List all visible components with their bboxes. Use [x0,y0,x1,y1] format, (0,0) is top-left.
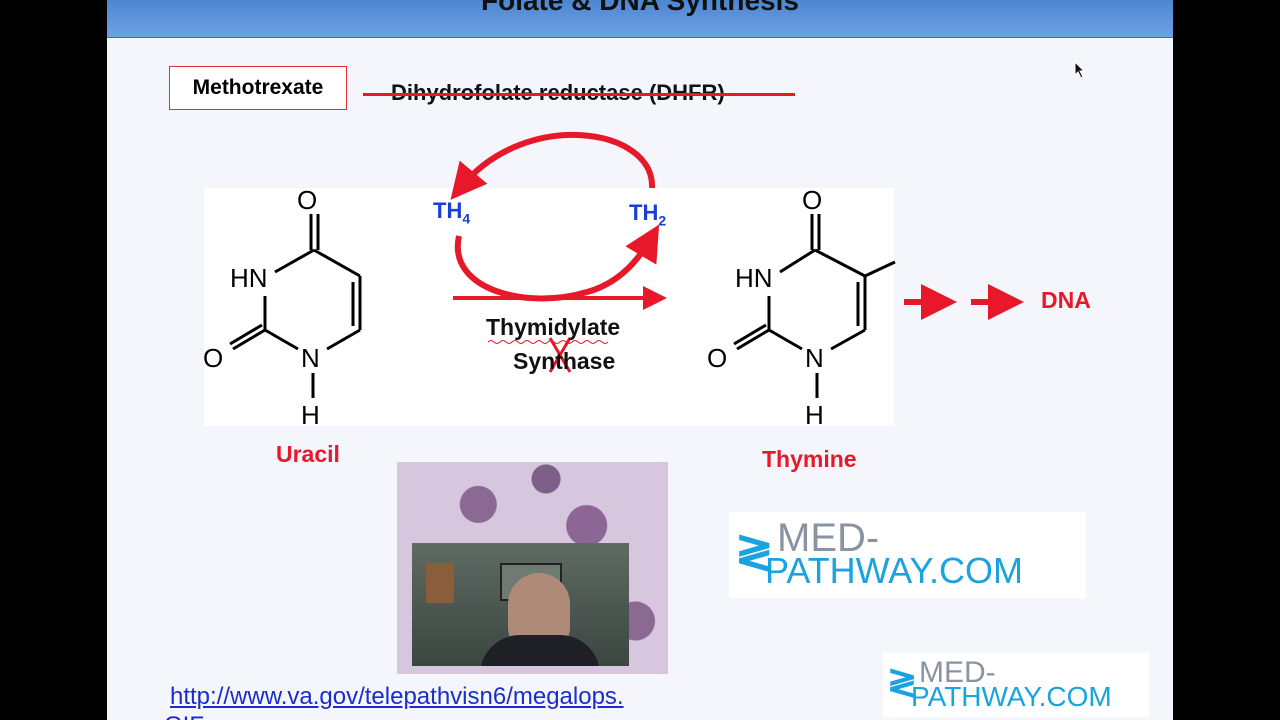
logo-mark-icon: ≷ [735,525,774,577]
methotrexate-label: Methotrexate [169,66,347,110]
reference-link[interactable]: http://www.va.gov/telepathvisn6/megalops… [170,683,624,710]
logo-mark-icon-small: ≷ [887,661,918,702]
slide: Folate & DNA Synthesis Methotrexate Dihy… [107,0,1173,720]
uracil-o-left: O [203,343,224,373]
logo-small-line2: PATHWAY.COM [911,681,1112,712]
dhfr-label: Dihydrofolate reductase (DHFR) [391,80,725,106]
block-x [548,337,572,373]
uracil-h: H [301,400,320,430]
th2-sub: 2 [658,212,667,229]
title-bar: Folate & DNA Synthesis [107,0,1173,38]
uracil-structure [229,214,362,398]
thymine-h: H [805,400,824,430]
th2-label: TH2 [629,200,666,228]
uracil-n: N [301,343,320,373]
reaction-diagram [229,131,1024,398]
thymine-hn: HN [735,263,773,293]
slide-title: Folate & DNA Synthesis [481,0,799,16]
med-pathway-logo-large: ≷ MED- PATHWAY.COM [729,512,1086,598]
logo-large-line1: MED- [777,516,880,560]
thymine-structure [733,214,896,398]
th4-sub: 4 [462,210,471,227]
thymine-o-left: O [707,343,728,373]
logo-large-line2: PATHWAY.COM [765,550,1024,591]
mouse-pointer-icon [1074,61,1086,79]
med-pathway-logo-small: ≷ MED- PATHWAY.COM [883,653,1149,717]
th4-base: TH [433,198,463,223]
enzyme-line1: Thymidylate [486,314,621,340]
presenter-body [480,635,600,666]
presenter-webcam [412,543,629,666]
thymine-o-top: O [802,185,823,215]
uracil-label: Uracil [276,441,340,467]
th4-label: TH4 [433,198,470,226]
th2-base: TH [629,200,659,225]
spellcheck-squiggle [487,340,609,344]
dhfr-strikethrough [363,93,795,96]
thymine-n: N [805,343,824,373]
enzyme-line2: Synthase [513,348,616,374]
cycle-arrow-bottom [454,224,660,302]
wall-poster [426,563,454,603]
cycle-arrow-top [450,131,656,200]
uracil-o-top: O [297,185,318,215]
logo-small-line1: MED- [919,656,996,689]
dna-label: DNA [1041,287,1091,313]
thymine-label: Thymine [762,446,857,472]
reference-link-continued[interactable]: GIF [164,712,204,720]
uracil-hn: HN [230,263,268,293]
